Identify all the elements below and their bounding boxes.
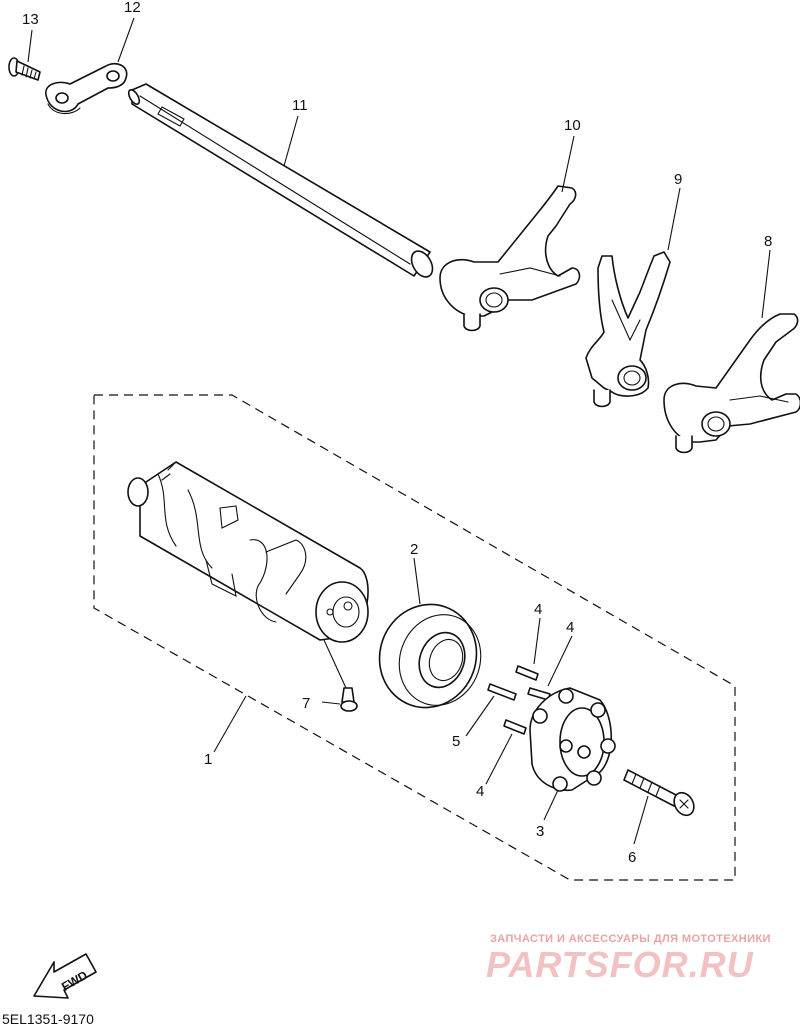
part-6-screw xyxy=(623,769,695,817)
part-10-shift-fork xyxy=(439,185,581,332)
callout-4-right: 4 xyxy=(566,619,574,636)
diagram-code: 5EL1351-9170 xyxy=(2,1011,94,1027)
part-12-plate xyxy=(45,62,128,115)
callout-1: 1 xyxy=(204,751,212,768)
callout-5: 5 xyxy=(452,733,460,750)
part-4-pin-a xyxy=(515,665,539,681)
callout-4-lower: 4 xyxy=(476,783,484,800)
part-13-screw xyxy=(8,57,41,81)
part-8-shift-fork xyxy=(663,313,800,454)
part-11-shaft xyxy=(127,83,434,278)
callout-labels: 13 12 11 10 9 8 2 4 4 7 5 1 4 3 6 xyxy=(22,0,772,866)
callout-6: 6 xyxy=(628,849,636,866)
part-9-shift-fork xyxy=(585,251,671,408)
part-1-shift-drum xyxy=(127,461,369,643)
callout-8: 8 xyxy=(764,233,772,250)
part-3-segment xyxy=(529,687,616,792)
callout-4-upper: 4 xyxy=(534,601,542,618)
part-5-pin xyxy=(487,683,517,701)
leader-lines xyxy=(27,17,771,845)
callout-2: 2 xyxy=(410,541,418,558)
part-7-screw xyxy=(340,687,358,712)
callout-7: 7 xyxy=(302,695,310,712)
callout-11: 11 xyxy=(292,97,308,114)
callout-12: 12 xyxy=(124,0,141,16)
callout-10: 10 xyxy=(564,117,581,134)
watermark-brand: PARTSFOR.RU xyxy=(486,944,754,985)
part-4-pin-c xyxy=(503,719,527,735)
part-2-bearing xyxy=(378,603,482,709)
fwd-arrow-icon: FWD xyxy=(33,953,97,999)
callout-3: 3 xyxy=(536,823,544,840)
watermark-tagline: ЗАПЧАСТИ И АКСЕССУАРЫ ДЛЯ МОТОТЕХНИКИ xyxy=(490,933,771,945)
callout-13: 13 xyxy=(22,11,39,28)
assembly-boundary xyxy=(93,394,736,881)
callout-9: 9 xyxy=(674,171,682,188)
